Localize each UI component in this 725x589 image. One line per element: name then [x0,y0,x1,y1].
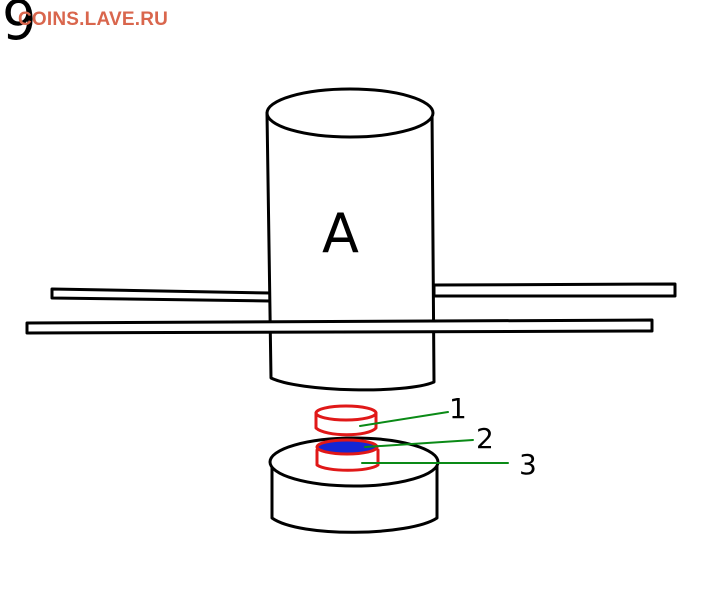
guide-rod-upper [432,282,677,298]
part-1-upper-ring [314,404,378,437]
callout-2: 2 [476,422,494,455]
watermark: COINS.LAVE.RU [18,9,169,30]
callout-3: 3 [519,448,537,481]
callout-1: 1 [449,392,467,425]
guide-rod-lower [25,318,654,335]
leader-line-2 [364,439,474,448]
upper-part-label: A [322,202,359,265]
leader-line-1 [359,411,449,427]
figure-number: 9 [2,0,37,52]
guide-rod-upper [50,287,272,303]
part-3-lower-ring [315,448,380,472]
